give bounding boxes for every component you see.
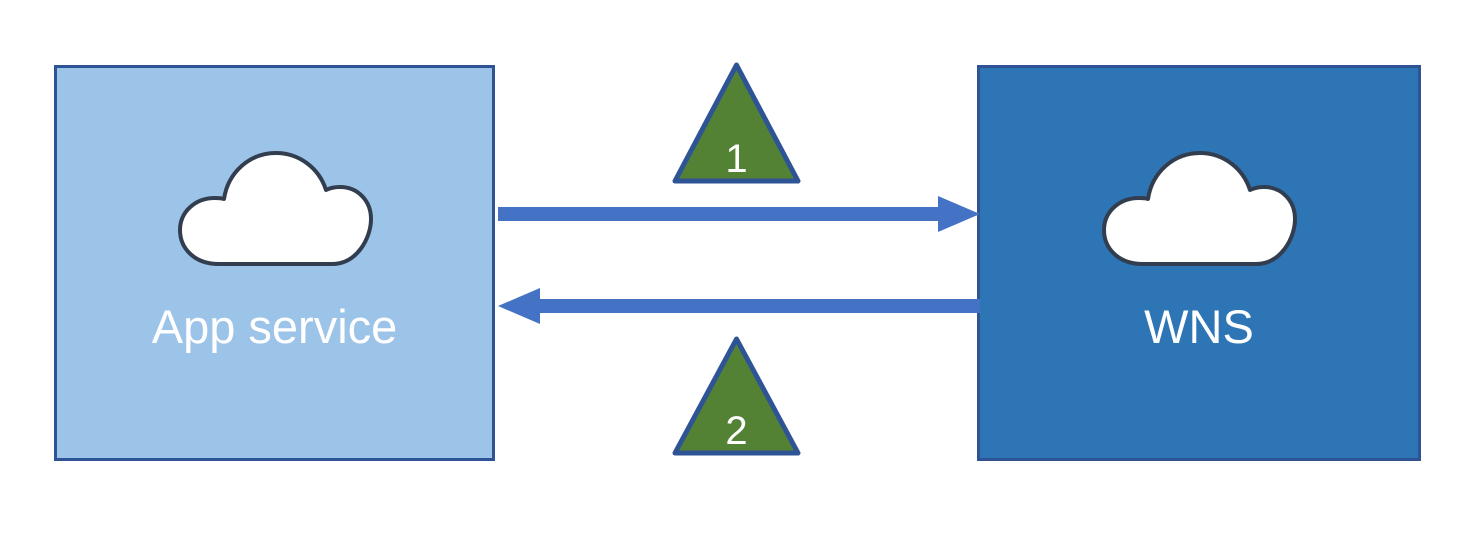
cloud-icon bbox=[1098, 146, 1300, 268]
node-wns[interactable]: WNS bbox=[977, 65, 1421, 461]
node-app-service-label: App service bbox=[151, 300, 398, 353]
node-wns-label: WNS bbox=[1144, 300, 1254, 353]
connector-wns-to-app bbox=[498, 288, 980, 324]
connector-app-to-wns bbox=[498, 196, 980, 232]
step-marker-2: 2 bbox=[671, 335, 802, 457]
step-marker-1: 1 bbox=[671, 61, 802, 185]
cloud-icon bbox=[174, 146, 376, 268]
node-app-service[interactable]: App service bbox=[54, 65, 495, 461]
